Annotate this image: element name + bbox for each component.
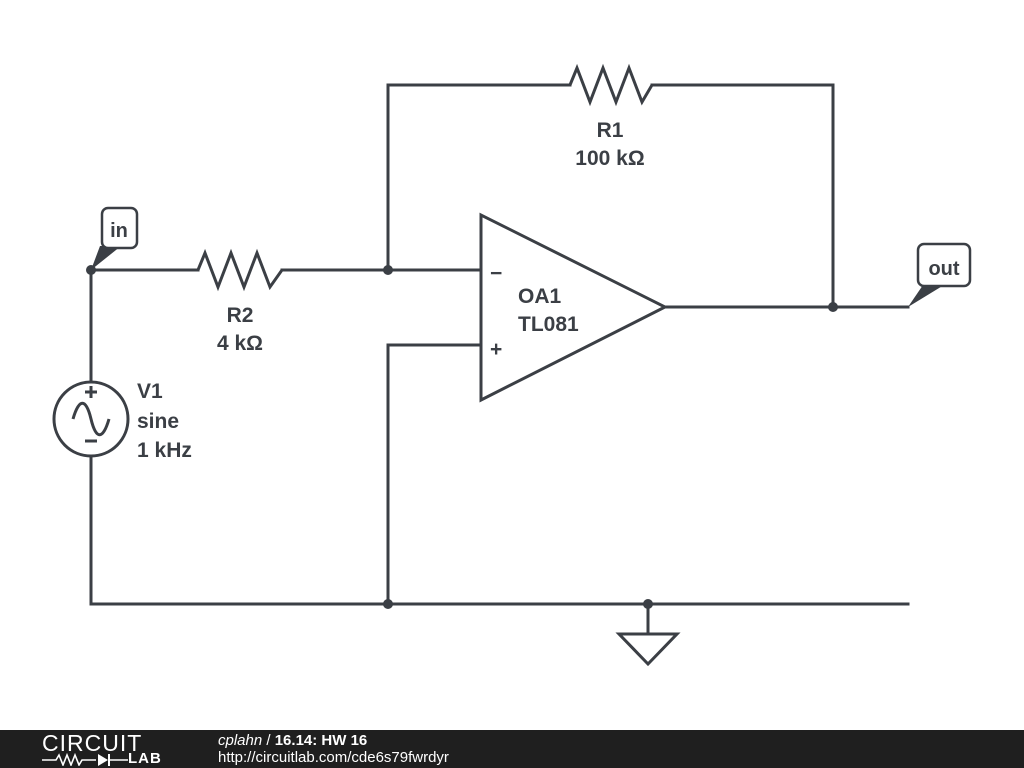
resistor-diode-logo-icon [42,753,128,766]
noninverting-input-wire [386,343,483,606]
source-name: V1 [137,380,163,403]
output-tag-label: out [928,258,959,280]
logo-wordmark-bottom: LAB [128,750,162,767]
circuitlab-logo[interactable]: CIRCUIT LAB [42,732,182,766]
feedback-wire-left [386,83,572,272]
opamp-noninverting-symbol: + [490,338,502,361]
r2-name: R2 [227,304,254,327]
sine-source-symbol [52,380,130,458]
r2-value: 4 kΩ [217,332,263,355]
opamp-name: OA1 [518,285,562,308]
node-out [828,302,838,312]
node-inverting [383,265,393,275]
credit-separator: / [262,732,275,749]
circuit-credit: cplahn / 16.14: HW 16 http://circuitlab.… [218,732,449,766]
footer-bar: CIRCUIT LAB cplahn / 16.14: HW 16 http:/… [0,730,1024,768]
circuit-url[interactable]: http://circuitlab.com/cde6s79fwrdyr [218,749,449,766]
opamp-model: TL081 [518,313,579,336]
r2-resistor [196,248,284,292]
ground-icon [615,632,681,667]
wires [89,83,910,636]
source-frequency: 1 kHz [137,439,192,462]
node-ground-left [383,599,393,609]
logo-wordmark-top: CIRCUIT [42,730,143,756]
output-net-tag: out [908,242,972,307]
node-ground [643,599,653,609]
opamp-inverting-symbol: − [490,262,502,285]
source-type: sine [137,410,179,433]
feedback-wire-right [650,83,835,309]
input-net-tag: in [91,206,139,270]
r1-value: 100 kΩ [575,147,644,170]
junction-nodes [86,265,838,609]
opamp-triangle [479,212,669,403]
circuit-title[interactable]: 16.14: HW 16 [274,732,368,749]
r1-name: R1 [597,119,624,142]
author-name[interactable]: cplahn [218,732,263,749]
r1-resistor [568,63,654,107]
input-tag-label: in [110,220,128,242]
